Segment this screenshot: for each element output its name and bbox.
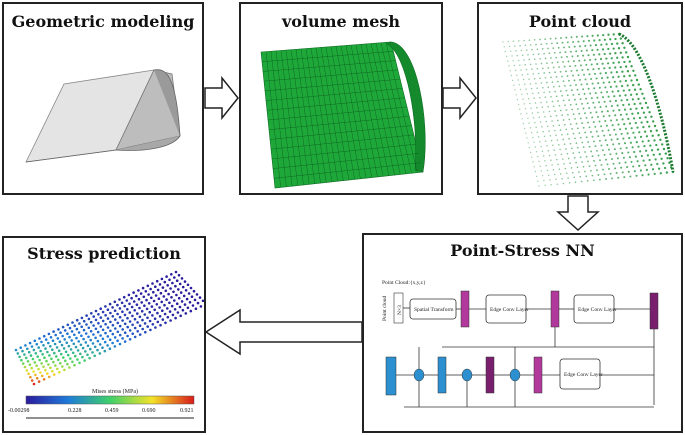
concat-node-1	[413, 368, 425, 382]
colorbar	[25, 395, 195, 405]
panel-title: Geometric modeling	[11, 12, 195, 31]
volume-mesh-illustration	[260, 41, 426, 189]
arrow-down	[556, 195, 600, 232]
concat-node-3	[509, 368, 521, 382]
feature-block-3	[649, 292, 659, 330]
point-cloud-dots	[502, 32, 675, 187]
panel-title: Point-Stress NN	[450, 241, 595, 260]
feature-block-4	[437, 356, 447, 394]
edge-conv-label-2: Edge Conv Layer	[578, 307, 617, 313]
colorbar-tick-3: 0.690	[142, 408, 156, 414]
wing-geometry-illustration	[25, 69, 181, 163]
input-label-side: N×3	[397, 305, 403, 315]
input-label-top: Point cloud	[382, 296, 388, 321]
feature-block-2	[550, 290, 560, 328]
feature-block-1	[460, 290, 470, 328]
panel-title: volume mesh	[281, 12, 401, 31]
point-cloud-label: Point Cloud:{x,y,z}	[382, 280, 426, 286]
panel-point-cloud: Point cloud	[477, 2, 683, 195]
stress-field-illustration: Mises stress (MPa) -0.00298 0.228 0.459 …	[8, 270, 204, 419]
output-block	[385, 356, 397, 396]
panel-point-stress-nn: Point-Stress NN Point Cloud:{x,y,z} Poin…	[362, 233, 683, 433]
point-cloud-leading-edge	[618, 32, 675, 173]
panel-geometric-modeling: Geometric modeling	[2, 2, 204, 195]
concat-node-2	[461, 368, 473, 382]
panel-volume-mesh: volume mesh	[239, 2, 443, 195]
network-architecture-diagram: Point Cloud:{x,y,z} Point cloud N×3 Spat…	[382, 280, 659, 408]
edge-conv-block-3	[559, 358, 601, 390]
panel-title: Stress prediction	[27, 244, 181, 263]
colorbar-label: Mises stress (MPa)	[92, 388, 138, 395]
stress-dots	[14, 270, 204, 386]
feature-block-6	[533, 356, 543, 394]
mesh-leading-edge	[386, 41, 426, 173]
panel-title: Point cloud	[528, 12, 632, 31]
edge-conv-label-3: Edge Conv Layer	[564, 372, 603, 378]
panel-stress-prediction: Stress prediction Mises stress (MPa) -0.…	[2, 236, 206, 433]
colorbar-tick-2: 0.459	[105, 408, 119, 414]
spatial-transform-label: Spatial Transform	[414, 306, 454, 313]
arrow-left	[204, 308, 363, 356]
edge-conv-label-1: Edge Conv Layer	[490, 307, 529, 313]
feature-block-5	[485, 356, 495, 394]
arrow-right-1	[204, 75, 239, 121]
arrow-right-2	[442, 75, 477, 121]
point-cloud-illustration	[502, 32, 675, 187]
mesh-grid	[261, 42, 421, 188]
colorbar-tick-0: -0.00298	[8, 408, 30, 414]
mesh-surface	[260, 41, 424, 189]
colorbar-tick-4: 0.921	[180, 408, 194, 414]
colorbar-tick-1: 0.228	[68, 408, 82, 414]
